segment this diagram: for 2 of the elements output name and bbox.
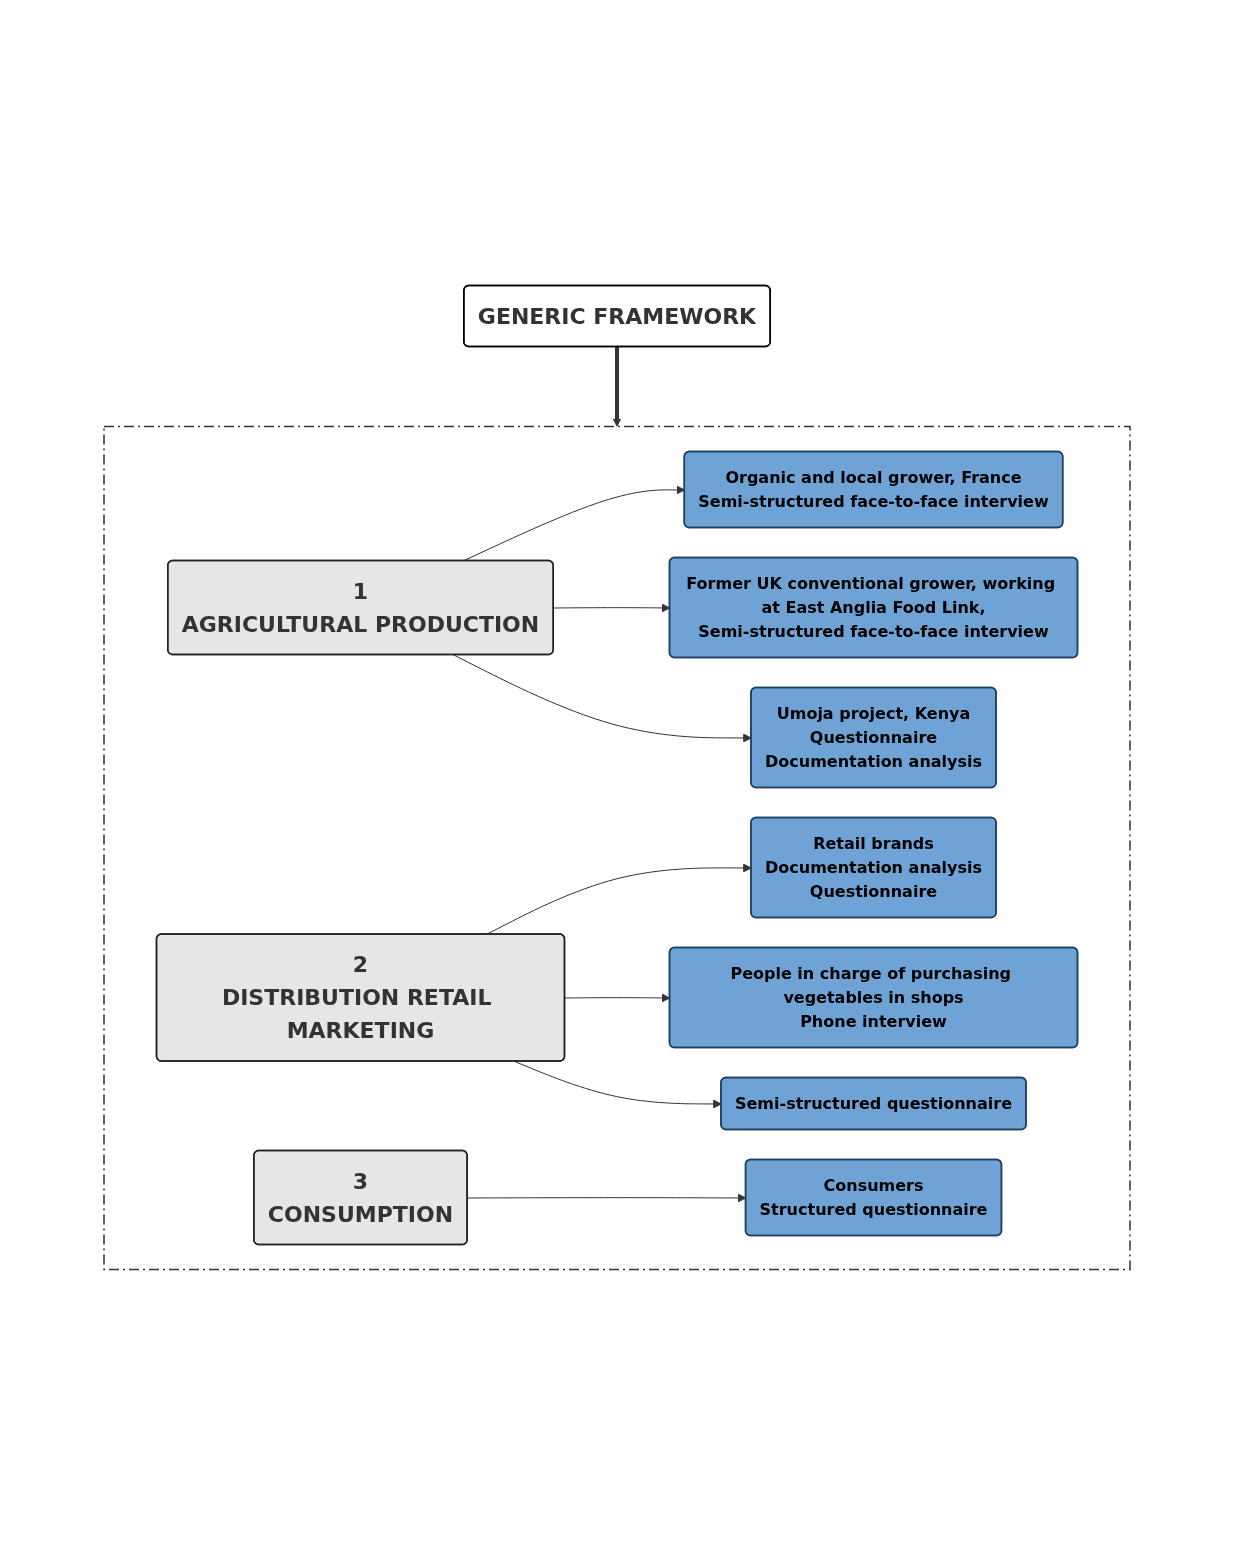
cluster (103, 425, 1131, 1271)
arrow (612, 346, 622, 427)
